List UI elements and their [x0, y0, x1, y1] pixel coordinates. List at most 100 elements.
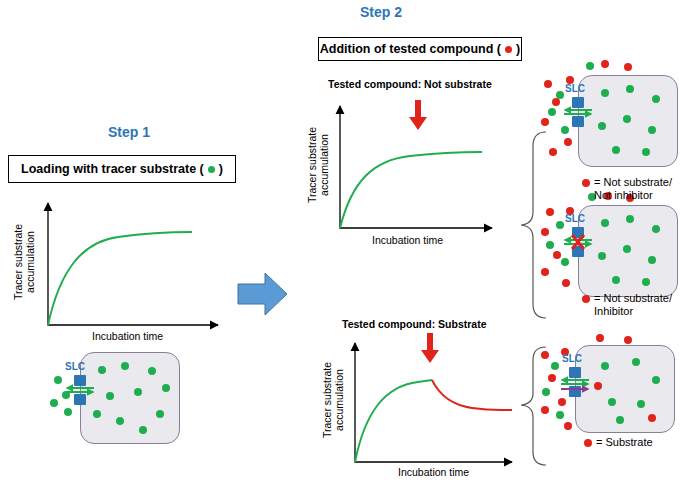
tracer-dot [542, 388, 550, 396]
tracer-dot [50, 399, 58, 407]
tracer-dot [652, 225, 660, 233]
axes [355, 343, 512, 462]
tracer-dot [626, 85, 634, 93]
compound-dot [544, 80, 552, 88]
accumulation-curve [340, 152, 482, 228]
legend-text: = Not substrate/ Not inhibitor [594, 176, 680, 202]
axis-label: Incubation time [372, 234, 443, 246]
box-text: Addition of tested compound ( [320, 42, 501, 56]
axis-label: Tracer substrate accumulation [306, 110, 330, 220]
tracer-dot [134, 388, 142, 396]
bracket [521, 347, 546, 465]
tracer-dot [601, 362, 609, 370]
tracer-dot [156, 410, 164, 418]
transporter [564, 97, 592, 127]
tracer-dot [98, 366, 106, 374]
tracer-dot [561, 126, 569, 134]
compound-dot [562, 279, 570, 287]
tracer-dot [54, 376, 62, 384]
text-box: Addition of tested compound () [318, 37, 522, 61]
tracer-dot [616, 416, 624, 424]
axis-label: Incubation time [92, 330, 163, 342]
step-arrow [238, 273, 287, 315]
tracer-dot [608, 398, 616, 406]
transporter-label: SLC [565, 213, 585, 224]
compound-dot [549, 148, 557, 156]
tracer-dot [648, 256, 656, 264]
legend-text: = Not substrate/ Inhibitor [594, 292, 680, 318]
compound-dots [594, 382, 656, 422]
step-heading: Step 2 [360, 4, 402, 20]
compound-dot [601, 60, 609, 68]
cross-stroke [572, 235, 584, 249]
compound-dot [596, 334, 604, 342]
tracer-dot [586, 62, 594, 70]
axes [48, 203, 218, 325]
tracer-dot [623, 245, 631, 253]
tracer-dot [162, 384, 170, 392]
box-text: Loading with tracer substrate ( [21, 162, 204, 176]
cell: SLC [80, 352, 180, 444]
compound-dot [552, 98, 560, 106]
tracer-dot [139, 426, 147, 434]
graph-subtitle: Tested compound: Substrate [342, 318, 486, 330]
tracer-dots [50, 376, 72, 416]
compound-dot [541, 118, 549, 126]
tracer-dot [623, 115, 631, 123]
compound-dot [541, 228, 549, 236]
compound-dot [546, 208, 554, 216]
transporter-label: SLC [562, 353, 582, 364]
tracer-dot [64, 408, 72, 416]
tracer-dot [598, 252, 606, 260]
compound-dot [208, 166, 215, 173]
legend-text: = Substrate [596, 436, 682, 449]
axis-label: Incubation time [398, 466, 469, 478]
red-arrow [409, 100, 427, 130]
compound-dot [564, 138, 572, 146]
cell: SLC [578, 75, 678, 167]
compound-dot [624, 63, 632, 71]
tracer-dot [601, 219, 609, 227]
compound-dot [541, 406, 549, 414]
box-text: ) [219, 162, 223, 176]
efflux-curve [432, 380, 512, 410]
tracer-dot [546, 241, 554, 249]
step-heading: Step 1 [108, 124, 150, 140]
compound-dot [548, 374, 556, 382]
graph-subtitle: Tested compound: Not substrate [328, 78, 492, 90]
compound-dot [541, 268, 549, 276]
legend-swatch [584, 439, 592, 447]
inhibition-cross [572, 235, 584, 249]
compound-dot [505, 46, 512, 53]
tracer-dot [548, 108, 556, 116]
tracer-dot [551, 362, 559, 370]
tracer-dot [612, 146, 620, 154]
transporter [561, 367, 589, 397]
text-box: Loading with tracer substrate () [8, 155, 236, 183]
tracer-dots [93, 85, 660, 434]
compound-dot [648, 414, 656, 422]
tracer-dot [598, 122, 606, 130]
tracer-dot [601, 89, 609, 97]
tracer-dot [652, 376, 660, 384]
legend-item: = Substrate [584, 436, 682, 449]
tracer-dot [556, 91, 564, 99]
red-arrow [421, 333, 439, 363]
transporter [564, 227, 592, 257]
axis-label: Tracer substrate accumulation [321, 345, 345, 455]
accumulation-curve [48, 232, 192, 325]
legend-item: = Not substrate/ Inhibitor [582, 292, 680, 318]
tracer-dot [116, 417, 124, 425]
transporter [66, 375, 94, 405]
tracer-dot [648, 126, 656, 134]
axis-label: Tracer substrate accumulation [12, 207, 36, 317]
accumulation-curve [355, 380, 432, 462]
legend-swatch [582, 179, 590, 187]
tracer-dot [642, 148, 650, 156]
compound-dot [566, 76, 574, 84]
tracer-dot [632, 358, 640, 366]
tracer-dot [637, 400, 645, 408]
tracer-dot [561, 258, 569, 266]
compound-dot [564, 422, 572, 430]
